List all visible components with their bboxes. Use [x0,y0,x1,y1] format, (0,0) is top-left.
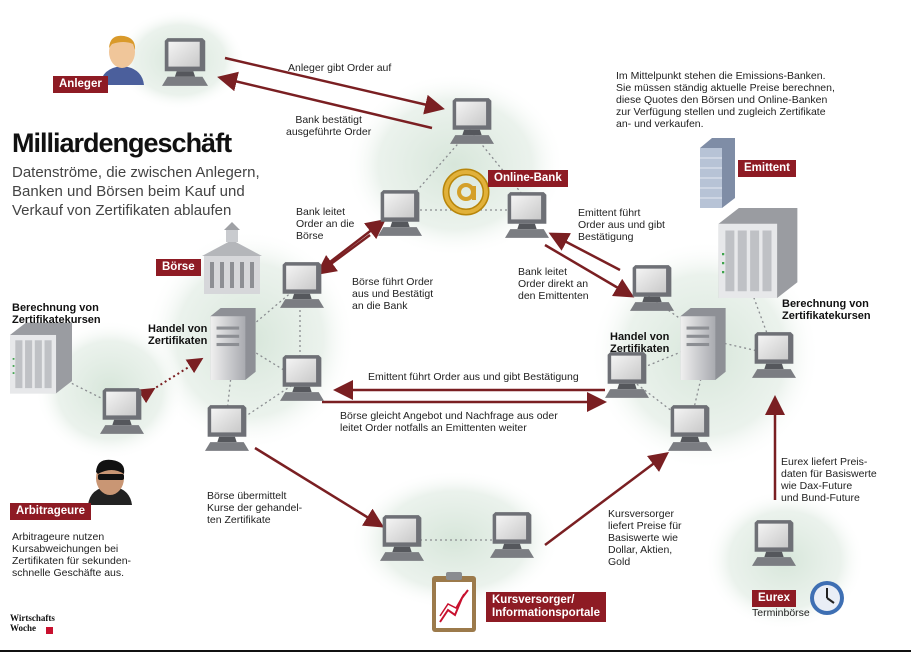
note-center: Im Mittelpunkt stehen die Emissions-Bank… [616,70,835,130]
publisher-logo: Wirtschafts Woche [10,613,55,633]
computer-icon [752,332,796,378]
arrow-boerse-to-kursversorger [254,446,385,528]
computer-icon [668,405,712,451]
flow-bank-direct: Bank leitet Order direkt an den Emittent… [518,266,589,302]
computer-icon [100,388,144,434]
server-rack-icon [718,208,798,298]
flow-emittent-executes: Emittent führt Order aus und gibt Bestät… [578,207,665,243]
server-rack-icon [10,322,72,394]
page-subtitle: Datenströme, die zwischen Anlegern, Bank… [12,164,260,219]
label-handel-right: Handel von Zertifikaten [610,331,670,355]
tag-emittent: Emittent [738,160,796,177]
flow-bank-confirms: Bank bestätigt ausgeführte Order [286,114,372,138]
arrow-bank-to-boerse [315,233,371,275]
computer-icon [378,190,422,236]
tag-anleger: Anleger [53,76,108,93]
flow-boerse-executes: Börse führt Order aus und Bestätigt an d… [352,276,434,312]
computer-icon [490,512,534,558]
page-title: Milliardengeschäft [12,128,232,158]
note-arbitrage: Arbitrageure nutzen Kursabweichungen bei… [12,531,132,579]
tag-eurex: Eurex [752,590,796,607]
stock-exchange-icon [202,222,262,294]
label-handel-left: Handel von Zertifikaten [148,323,208,347]
computer-icon [280,355,324,401]
person-icon [100,35,144,85]
tag-arbitrageure: Arbitrageure [10,503,92,520]
arrow-order-to-bank [224,56,445,115]
flow-kursversorger-delivers: Kursversorger liefert Preise für Basiswe… [608,508,682,568]
flow-boerse-transmits: Börse übermittelt Kurse der gehandel- te… [207,490,303,526]
computer-icon [630,265,674,311]
arbitrageur-icon [88,459,132,505]
office-tower-icon [700,138,735,208]
flow-bank-forwards: Bank leitet Order an die Börse [296,206,355,242]
flow-eurex-delivers: Eurex liefert Preis- daten für Basiswert… [781,456,877,504]
computer-icon [162,38,208,86]
computer-icon [280,262,324,308]
arrow-boerse-to-bank [329,218,386,263]
arrow-bank-to-emittent [544,243,635,298]
arrow-confirm-to-anleger [217,71,433,130]
tag-boerse: Börse [156,259,201,276]
computer-icon [505,192,549,238]
label-berechnung-left: Berechnung von Zertifikatekursen [12,302,101,326]
clock-icon [810,581,844,615]
server-icon [210,308,256,380]
eurex-subtitle: Terminbörse [752,607,810,619]
computer-icon [450,98,494,144]
server-icon [680,308,726,380]
logo-mark [46,627,53,634]
computer-icon [380,515,424,561]
flow-emittent-order-confirm: Emittent führt Order aus und gibt Bestät… [368,371,579,383]
computer-icon [752,520,796,566]
label-berechnung-right: Berechnung von Zertifikatekursen [782,298,871,322]
arrow-kursversorger-to-handel [544,452,669,546]
tag-kursversorger: Kursversorger/ Informationsportale [486,592,606,622]
flow-boerse-balances: Börse gleicht Angebot und Nachfrage aus … [340,410,558,434]
computer-icon [205,405,249,451]
bottom-rule [0,650,911,652]
computer-icon [605,352,649,398]
tag-online-bank: Online-Bank [488,170,568,187]
arrow-emittent-to-bank [548,232,621,272]
at-sign-icon [442,168,490,216]
clipboard-chart-icon [432,572,476,632]
flow-anleger-order: Anleger gibt Order auf [288,62,392,74]
